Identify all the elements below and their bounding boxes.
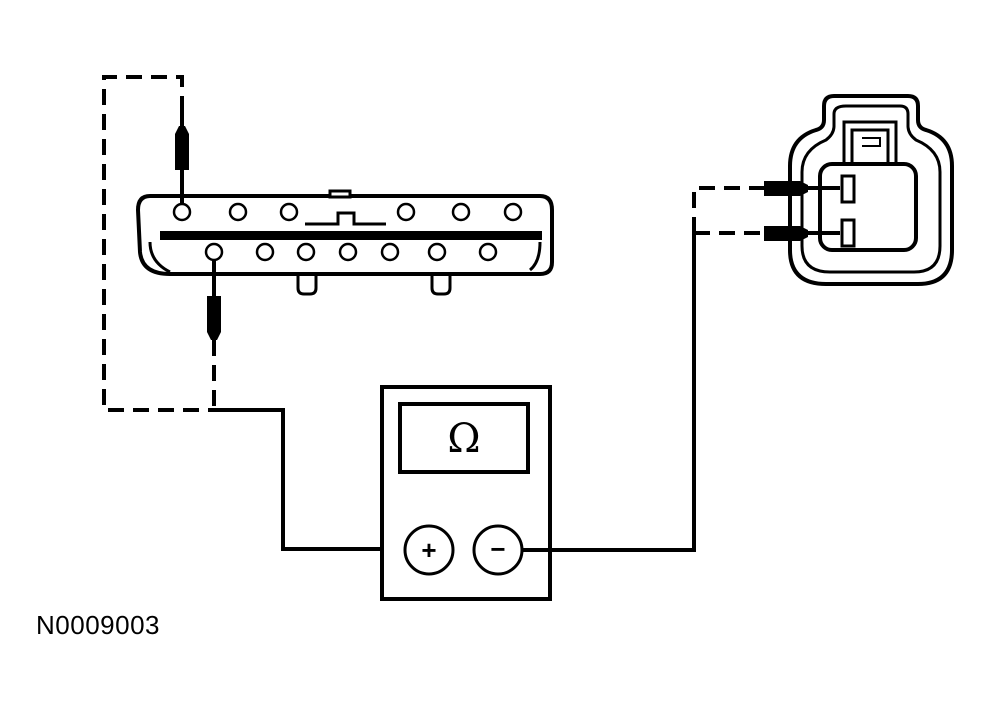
dashed-lead-upper (692, 186, 764, 233)
pin-top-1 (172, 202, 192, 222)
terminal-slot-upper (840, 174, 856, 204)
pin-top-3 (279, 202, 299, 222)
left-connector (135, 189, 554, 296)
test-probe-icon (764, 226, 840, 241)
pin-top-4 (396, 202, 416, 222)
figure-reference-id: N0009003 (36, 610, 160, 640)
left-connector-pins (172, 202, 523, 262)
meter-display (398, 402, 530, 474)
test-probe-icon (764, 181, 840, 196)
dashed-jumper-lead (102, 75, 214, 412)
terminal-slot-lower (840, 218, 856, 248)
pin-top-2 (228, 202, 248, 222)
positive-terminal-label: + (421, 535, 436, 565)
pin-bottom-4 (338, 242, 358, 262)
pin-bottom-7 (478, 242, 498, 262)
ohm-symbol: Ω (447, 416, 480, 462)
pin-bottom-2 (255, 242, 275, 262)
meter-positive-lead (214, 408, 408, 551)
pin-bottom-1 (204, 242, 224, 262)
negative-terminal-label: − (490, 534, 505, 564)
pin-top-5 (451, 202, 471, 222)
ohmmeter-icon (380, 385, 552, 601)
test-probe-icon (207, 260, 221, 340)
pin-top-6 (503, 202, 523, 222)
right-connector (788, 94, 954, 286)
meter-negative-lead (522, 233, 696, 552)
positive-terminal (403, 524, 455, 576)
pin-bottom-6 (427, 242, 447, 262)
test-probe-icon (175, 112, 189, 204)
pin-bottom-3 (296, 242, 316, 262)
pin-bottom-5 (380, 242, 400, 262)
